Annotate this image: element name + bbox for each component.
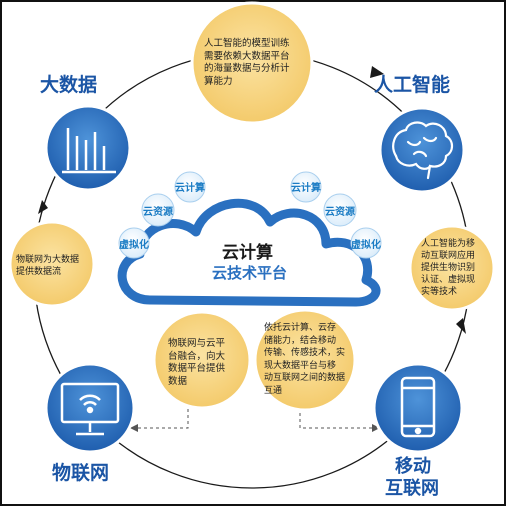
desc-right: 人工智能为移 动互联网应用 提供生物识别 认证、虚拟现 实等技术 [421,239,476,297]
label-mobile-line1: 移动 [395,456,431,477]
arrow-head-right [456,318,466,334]
label-iot: 物联网 [52,462,110,484]
dashed-arrow-right [372,424,380,432]
bubble-text-left-top: 云计算 [175,183,205,194]
bubble-left-mid [141,193,175,227]
desc-circle-top [190,1,314,125]
bubble-text-right-low: 虚拟化 [351,240,381,251]
center-subtitle: 云技术平台 [212,264,288,282]
node-circle-mobile [372,362,464,454]
brain-icon [392,121,454,180]
desc-bottom-right: 依托云计算、云存 储能力，结合移动 传输、传感技术，实 现大数据平台与移 动互联… [264,323,346,396]
bubble-text-right-top: 云计算 [291,183,321,194]
desc-top: 人工智能的模型训练 需要依赖大数据平台 的海量数据与分析计 算能力 [204,38,290,87]
bubble-right-top [290,171,322,203]
dashed-arrow-left [130,424,138,432]
bubble-right-low [350,227,382,259]
desc-circle-right [408,224,496,312]
arrow-head-left [38,200,48,214]
label-big-data: 大数据 [40,74,98,96]
bubble-left-top [174,171,206,203]
label-ai: 人工智能 [374,74,451,96]
node-circle-big-data [44,104,132,192]
monitor-wifi-icon [60,382,120,436]
label-mobile-line2: 互联网 [385,478,439,499]
arrow-head-top-right [370,66,384,78]
desc-circle-left [8,220,96,308]
bubble-text-left-mid: 云资源 [143,207,173,218]
bubble-right-mid [323,193,357,227]
smartphone-icon [400,376,436,438]
desc-circle-bottom-right [253,308,357,412]
bubble-left-low [118,227,150,259]
bubble-text-left-low: 虚拟化 [119,240,149,251]
desc-left: 物联网为大数据 提供数据流 [16,255,80,277]
bar-chart-icon [62,128,116,174]
desc-bottom-left: 物联网与云平 台融合，向大 数据平台提供 数据 [168,338,226,387]
bubble-text-right-mid: 云资源 [325,207,355,218]
center-title: 云计算 [222,243,273,263]
desc-circle-bottom-left [152,310,252,410]
dashed-connector-right [299,376,372,429]
